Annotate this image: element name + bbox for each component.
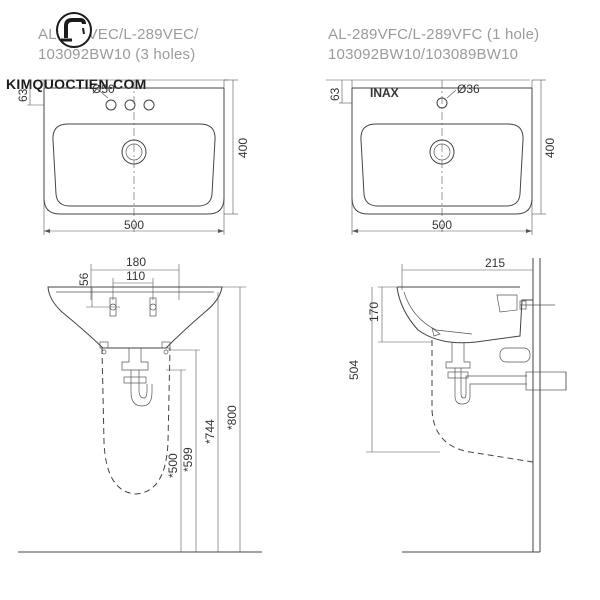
dim-599-label: *599 <box>181 447 195 472</box>
left-63-dim-label: 63 <box>16 88 30 102</box>
dim-500-label: *500 <box>166 453 180 478</box>
front-elevation-view: 180 110 56 *500 *599 *744 *800 <box>18 255 262 553</box>
dim-215-label: 215 <box>485 256 505 270</box>
right-500-dim-label: 500 <box>432 218 452 232</box>
right-400-dim-label: 400 <box>543 138 557 158</box>
right-title-line2: 103092BW10/103089BW10 <box>328 46 519 63</box>
dim-56-label: 56 <box>77 272 91 286</box>
left-500-dim-label: 500 <box>124 218 144 232</box>
top-right-basin-view: Ø36 INAX 63 400 500 <box>326 79 557 235</box>
right-63-dim-label: 63 <box>328 87 342 101</box>
right-logo-mark: INAX <box>370 86 399 100</box>
dim-744-label: *744 <box>203 419 217 444</box>
right-hole-dim-label: Ø36 <box>457 82 480 96</box>
dim-504-label: 504 <box>347 360 361 380</box>
dim-800-label: *800 <box>225 405 239 430</box>
faucet-logo-icon <box>56 12 92 48</box>
right-title-line1: AL-289VFC/L-289VFC (1 hole) <box>328 26 540 43</box>
dim-110-label: 110 <box>126 269 145 283</box>
left-hole-dim-label: Ø50 <box>92 82 115 96</box>
dim-170-label: 170 <box>367 302 381 322</box>
top-left-basin-view: Ø50 63 400 500 <box>16 79 250 235</box>
left-400-dim-label: 400 <box>236 138 250 158</box>
side-elevation-view: 215 170 504 <box>347 256 567 553</box>
dim-180-label: 180 <box>126 255 146 269</box>
left-title-line2: 103092BW10 (3 holes) <box>38 46 196 63</box>
